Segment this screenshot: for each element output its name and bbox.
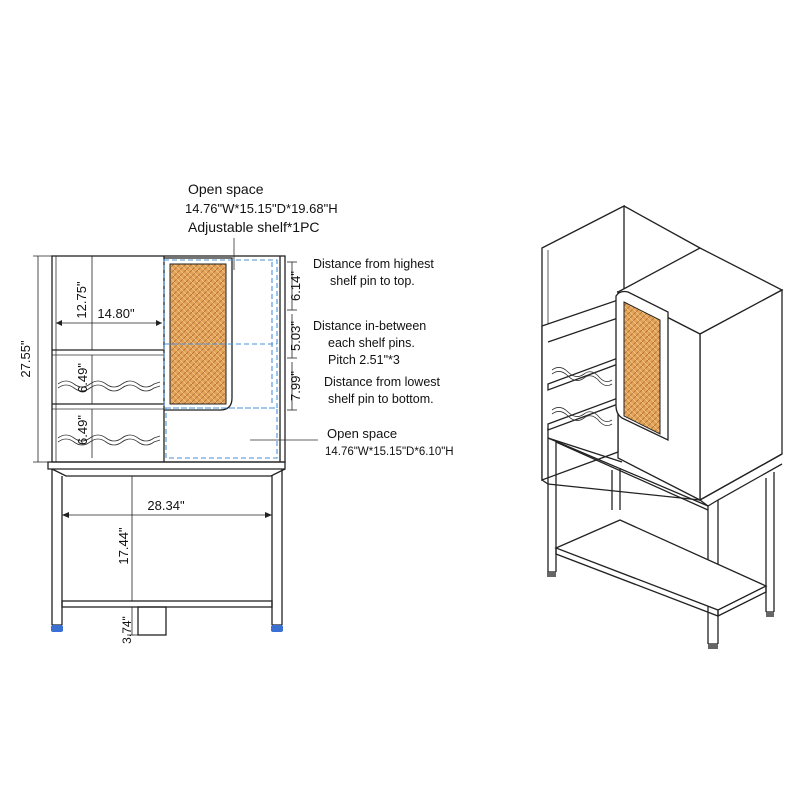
dim-pin-bottom: 7.99": [288, 371, 303, 401]
wine-rack-upper: [57, 380, 161, 388]
annotations: Open space 14.76"W*15.15"D*19.68"H Adjus…: [185, 181, 454, 458]
wine-rack-lower: [57, 434, 161, 442]
persp-wine-rack-2: [551, 407, 613, 422]
dim-rack-lower: 6.49": [75, 415, 90, 445]
dimension-lines: 27.55" 12.75" 14.80" 6.49" 6.49" 6.14" 5…: [18, 255, 303, 644]
note-pin-between-3: Pitch 2.51"*3: [328, 353, 400, 367]
persp-rattan-panel: [623, 301, 661, 435]
left-foot: [51, 625, 63, 632]
note-pin-between-1: Distance in-between: [313, 319, 426, 333]
note-pin-between-2: each shelf pins.: [328, 336, 415, 350]
cabinet-base-plate: [47, 461, 286, 470]
dim-stand-width: 28.34": [147, 498, 185, 513]
note-pin-top-2: shelf pin to top.: [330, 274, 415, 288]
note-open-space-top-2: 14.76"W*15.15"D*19.68"H: [185, 201, 338, 216]
dim-rack-upper: 6.49": [75, 363, 90, 393]
open-space-lower-outline: [165, 407, 278, 459]
persp-lower-shelf: [554, 519, 768, 611]
note-open-space-top-3: Adjustable shelf*1PC: [188, 219, 320, 235]
rear-support: [137, 606, 167, 636]
note-pin-bottom-2: shelf pin to bottom.: [328, 392, 434, 406]
dim-foot-clearance: 3.74": [120, 616, 134, 644]
callout-leaders: [233, 238, 318, 441]
cabinet-door: [164, 257, 233, 411]
persp-foot-left: [547, 572, 556, 577]
right-foot: [271, 625, 283, 632]
dim-inner-width: 14.80": [97, 306, 135, 321]
persp-foot-back: [766, 612, 774, 617]
lower-shelf-bar: [61, 600, 273, 608]
note-open-space-bottom-2: 14.76"W*15.15"D*6.10"H: [325, 446, 454, 458]
note-pin-top-1: Distance from highest: [313, 257, 434, 271]
dim-pin-top: 6.14": [288, 271, 303, 301]
front-elevation: [47, 255, 286, 636]
note-open-space-bottom-1: Open space: [327, 426, 397, 441]
open-shelf-area: [541, 299, 619, 481]
note-pin-bottom-1: Distance from lowest: [324, 375, 441, 389]
dim-pin-pitch: 5.03": [288, 321, 303, 351]
persp-foot-right: [708, 644, 718, 649]
persp-wine-rack-1: [551, 367, 613, 382]
dim-upper-compartment: 12.75": [74, 281, 89, 319]
note-open-space-top-1: Open space: [188, 181, 264, 197]
open-space-upper-outline: [163, 259, 278, 409]
perspective-view: [541, 204, 784, 649]
dim-total-height: 27.55": [18, 340, 33, 378]
rattan-panel: [169, 263, 227, 405]
dim-stand-height: 17.44": [116, 527, 131, 565]
